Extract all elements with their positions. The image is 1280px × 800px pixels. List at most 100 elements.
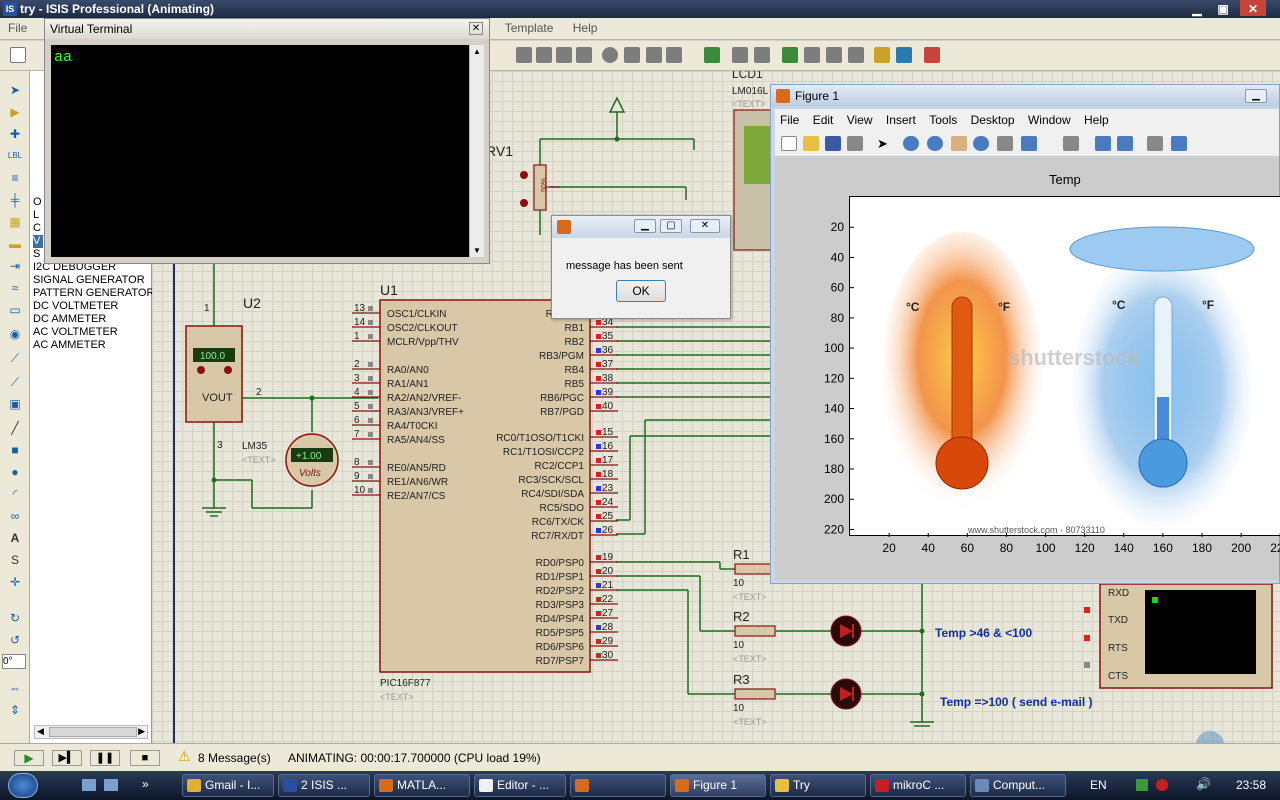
microcontroller-u1[interactable]: U1 PIC16F877 <TEXT> 13OSC1/CLKIN14OSC2/C… xyxy=(352,282,618,702)
pcb-icon[interactable] xyxy=(874,47,890,63)
taskbar-figure-1[interactable]: Figure 1 xyxy=(670,774,766,797)
taskbar-isis[interactable]: 2 ISIS ... xyxy=(278,774,370,797)
instrument-icon[interactable]: ▣ xyxy=(9,397,21,411)
save-icon[interactable] xyxy=(825,136,841,151)
junction-icon[interactable]: ✚ xyxy=(9,127,21,141)
plot-axes[interactable]: °C °F °C °F shutterstock www.shutterstoc… xyxy=(824,196,1280,555)
arc-icon[interactable]: ◜ xyxy=(12,487,18,501)
figure-menu-view[interactable]: View xyxy=(846,113,873,127)
terminal-screen[interactable]: aa xyxy=(51,45,469,257)
play-button[interactable]: ▶ xyxy=(14,750,44,766)
voltmeter[interactable]: +1.00 Volts xyxy=(285,433,339,487)
print-icon[interactable] xyxy=(826,47,842,63)
quicklaunch-desktop-icon[interactable] xyxy=(82,779,96,791)
resistor-r1[interactable]: R1 10 <TEXT> xyxy=(733,547,774,602)
ok-button[interactable]: OK xyxy=(616,280,666,302)
data-cursor-icon[interactable] xyxy=(997,136,1013,151)
device-item[interactable]: AC AMMETER xyxy=(33,339,106,351)
path-icon[interactable]: ∞ xyxy=(10,509,20,523)
current-probe-icon[interactable]: ⟋ xyxy=(10,375,20,389)
zoom-in-icon[interactable] xyxy=(903,136,919,151)
new-figure-icon[interactable] xyxy=(781,136,797,151)
taskbar-mikroc[interactable]: mikroC ... xyxy=(870,774,966,797)
taskbar-gmail[interactable]: Gmail - I... xyxy=(182,774,274,797)
show-tools-icon[interactable] xyxy=(1171,136,1187,151)
led-d3[interactable] xyxy=(830,678,862,710)
component-mode-icon[interactable]: ▶ xyxy=(10,105,20,119)
taskbar-editor[interactable]: Editor - ... xyxy=(474,774,566,797)
colorbar-icon[interactable] xyxy=(1095,136,1111,151)
stop-button[interactable]: ■ xyxy=(130,750,160,766)
ares-icon[interactable] xyxy=(924,47,940,63)
quicklaunch-more-icon[interactable]: » xyxy=(142,777,149,791)
rotate-cw-icon[interactable]: ↻ xyxy=(9,611,21,625)
new-icon[interactable] xyxy=(10,47,26,63)
device-item[interactable]: AC VOLTMETER xyxy=(33,326,118,338)
pause-button[interactable]: ❚❚ xyxy=(90,750,120,766)
bom-icon[interactable] xyxy=(782,47,798,63)
clock[interactable]: 23:58 xyxy=(1236,778,1267,792)
quicklaunch-explorer-icon[interactable] xyxy=(104,779,118,791)
lcd-display-lcd1[interactable]: LCD1 LM016L <TEXT> xyxy=(732,71,775,251)
tray-volume-icon[interactable]: 🔊 xyxy=(1196,777,1211,791)
taskbar-computer[interactable]: Comput... xyxy=(970,774,1066,797)
device-item[interactable]: DC VOLTMETER xyxy=(33,300,119,312)
dialog-minimize-button[interactable]: ▁ xyxy=(634,219,656,233)
figure-menu-desktop[interactable]: Desktop xyxy=(970,113,1015,127)
bus-icon[interactable]: ╪ xyxy=(10,193,20,207)
report-icon[interactable] xyxy=(804,47,820,63)
subcircuit-icon[interactable]: ▦ xyxy=(9,215,21,229)
serial-terminal[interactable]: RXD TXD RTS CTS xyxy=(1084,583,1273,689)
scroll-left-icon[interactable]: ◀ xyxy=(37,726,44,736)
figure-menu-tools[interactable]: Tools xyxy=(929,113,958,127)
circle-icon[interactable]: ● xyxy=(11,465,19,479)
decompose-icon[interactable] xyxy=(666,47,682,63)
device-item[interactable]: L xyxy=(33,209,40,221)
menu-help[interactable]: Help xyxy=(572,21,598,35)
led-d2[interactable] xyxy=(830,615,862,647)
mirror-y-icon[interactable]: ⇕ xyxy=(9,703,21,717)
minimize-button[interactable]: ▁ xyxy=(1192,2,1202,16)
search-icon[interactable] xyxy=(732,47,748,63)
potentiometer-rv1[interactable]: RV1 50% xyxy=(486,143,560,211)
language-indicator[interactable]: EN xyxy=(1090,778,1107,792)
menu-file[interactable]: File xyxy=(8,21,28,35)
link-plot-icon[interactable] xyxy=(1063,136,1079,151)
maximize-button[interactable]: ▣ xyxy=(1217,2,1229,16)
resistor-r3[interactable]: R3 10 <TEXT> xyxy=(733,672,776,727)
tape-icon[interactable]: ▭ xyxy=(9,303,21,317)
marker-icon[interactable]: ✛ xyxy=(9,575,21,589)
pin-icon[interactable]: ⇥ xyxy=(9,259,21,273)
close-button[interactable]: ✕ xyxy=(1240,0,1266,16)
device-item-selected[interactable]: V xyxy=(33,235,43,248)
probe-icon[interactable]: ⟋ xyxy=(10,351,20,365)
selection-mode-icon[interactable]: ➤ xyxy=(9,83,21,97)
legend-icon[interactable] xyxy=(1117,136,1133,151)
device-item[interactable]: SIGNAL GENERATOR xyxy=(33,274,145,286)
block-icon[interactable] xyxy=(556,47,572,63)
hide-tools-icon[interactable] xyxy=(1147,136,1163,151)
terminal-scrollbar[interactable]: ▲ ▼ xyxy=(469,45,484,257)
device-item[interactable]: I2C DEBUGGER xyxy=(33,261,117,273)
edit-plot-icon[interactable]: ➤ xyxy=(877,136,888,151)
device-item[interactable]: C xyxy=(33,222,41,234)
graph-icon[interactable]: ≈ xyxy=(11,281,19,295)
line-icon[interactable]: ╱ xyxy=(11,421,19,435)
scroll-down-icon[interactable]: ▼ xyxy=(473,246,481,255)
terminal-close-icon[interactable]: ✕ xyxy=(469,22,483,35)
figure-menu-file[interactable]: File xyxy=(780,113,800,127)
dialog-maximize-button[interactable]: ▢ xyxy=(660,219,682,233)
taskbar-matlab[interactable]: MATLA... xyxy=(374,774,470,797)
device-item[interactable]: PATTERN GENERATOR xyxy=(33,287,155,299)
menu-template[interactable]: Template xyxy=(504,21,554,35)
taskbar-try[interactable]: Try xyxy=(770,774,866,797)
tray-shield-icon[interactable] xyxy=(1156,779,1168,791)
export-icon[interactable] xyxy=(848,47,864,63)
virtual-terminal-title-bar[interactable]: Virtual Terminal ✕ xyxy=(45,19,489,39)
property-icon[interactable] xyxy=(754,47,770,63)
print-icon[interactable] xyxy=(847,136,863,151)
terminal-mode-icon[interactable]: ▬ xyxy=(9,237,21,251)
box-icon[interactable]: ■ xyxy=(11,443,19,457)
message-dialog-title-bar[interactable]: ▁ ▢ ✕ xyxy=(552,216,730,238)
sensor-u2[interactable]: 100.0 VOUT U2 LM35 <TEXT> 1 2 3 xyxy=(185,295,276,465)
